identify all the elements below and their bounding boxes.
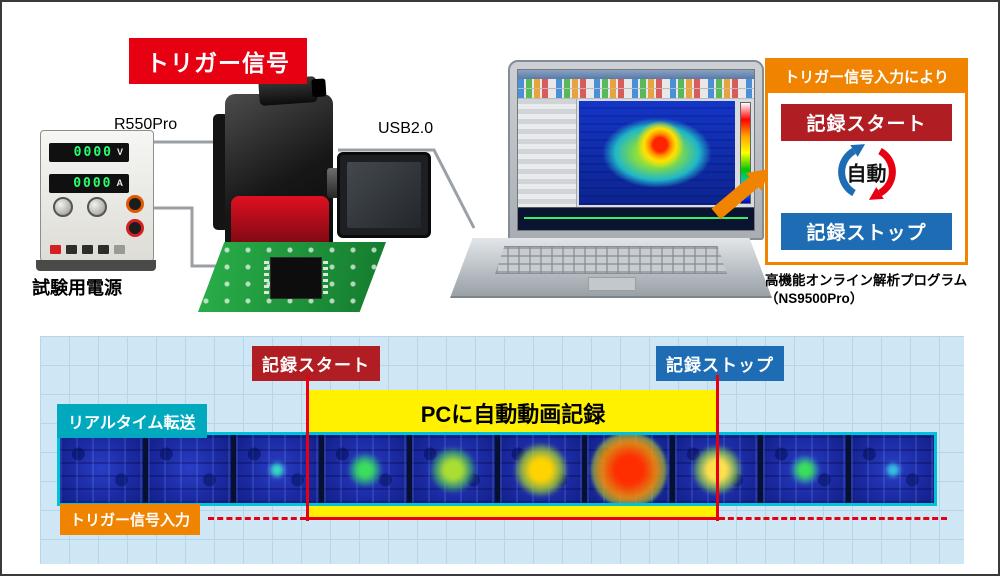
button <box>82 245 93 254</box>
film-strip <box>57 432 937 506</box>
voltage-value: 0000 <box>73 145 113 160</box>
cycle-arrow-down-head <box>868 186 884 200</box>
heat-spot <box>429 446 478 495</box>
software-graph-strip <box>518 207 754 230</box>
record-stop-badge: 記録ストップ <box>781 213 952 250</box>
program-name-line2: （NS9500Pro） <box>765 291 864 307</box>
heat-spot <box>267 460 288 481</box>
auto-record-label: PCに自動動画記録 <box>420 402 606 427</box>
record-start-badge: 記録スタート <box>781 104 952 141</box>
software-toolbar <box>518 79 754 89</box>
button <box>114 245 125 254</box>
laptop-screen <box>508 60 764 240</box>
start-line <box>306 375 309 521</box>
button <box>66 245 77 254</box>
trigger-callout-box: トリガー信号入力により 記録スタート 自動 記録ストップ <box>765 58 968 265</box>
auto-cycle: 自動 <box>768 141 965 202</box>
software-side-panel <box>518 99 577 207</box>
power-supply-buttons <box>50 245 125 254</box>
laptop <box>450 60 772 298</box>
voltage-display: 0000 V <box>49 143 129 162</box>
trigger-line-active <box>306 517 719 520</box>
record-start-label: 記録スタート <box>252 346 380 381</box>
cycle-arrow-up <box>837 147 856 196</box>
power-supply: 0000 V 0000 A <box>40 130 154 262</box>
program-name-line1: 高機能オンライン解析プログラム <box>765 273 968 288</box>
record-stop-label: 記録ストップ <box>656 346 784 381</box>
software-toolbar-2 <box>518 89 754 99</box>
heat-spot <box>788 454 821 487</box>
laptop-base <box>450 238 772 298</box>
power-supply-knobs <box>53 197 107 217</box>
output-terminal-negative <box>126 219 144 237</box>
thermal-frame <box>411 435 495 503</box>
power-supply-base <box>36 260 156 271</box>
power-supply-label: 試験用電源 <box>32 278 122 298</box>
thermal-frame <box>851 435 935 503</box>
analysis-software-window <box>517 69 755 231</box>
software-titlebar <box>518 70 754 79</box>
laptop-touchpad <box>588 277 636 291</box>
knob <box>53 197 73 217</box>
laptop-keyboard <box>495 246 727 274</box>
trigger-signal-label: トリガー信号 <box>129 38 307 84</box>
power-button <box>50 245 61 254</box>
camera-model-label: R550Pro <box>114 116 178 133</box>
thermal-frame <box>147 435 231 503</box>
trigger-dash-right <box>719 517 947 520</box>
color-scale-bar <box>740 102 751 204</box>
heat-spot <box>512 442 569 499</box>
cycle-arrow-down <box>877 147 896 196</box>
thermal-frame <box>323 435 407 503</box>
heat-spot <box>347 452 384 489</box>
thermal-frame <box>763 435 847 503</box>
software-main-area <box>518 99 754 207</box>
trigger-dash-left <box>208 517 306 520</box>
current-value: 0000 <box>73 176 113 191</box>
realtime-transfer-label: リアルタイム転送 <box>57 404 207 438</box>
camera-lcd-panel <box>337 152 431 238</box>
thermal-frame <box>235 435 319 503</box>
thermal-camera <box>207 76 437 268</box>
cycle-arrows-icon <box>837 143 896 200</box>
chip <box>264 257 328 299</box>
timeline-panel: PCに自動動画記録 リアルタイム転送 記録スタート 記録ストップ トリガー信号入… <box>40 336 964 564</box>
circuit-board <box>198 242 386 312</box>
button <box>98 245 109 254</box>
current-display: 0000 A <box>49 174 129 193</box>
trigger-input-label: トリガー信号入力 <box>60 504 201 535</box>
heat-spot <box>590 435 667 503</box>
voltage-unit: V <box>116 147 123 157</box>
callout-title: トリガー信号入力により <box>768 61 965 93</box>
software-thermal-view <box>579 101 735 205</box>
usb-label: USB2.0 <box>378 120 434 137</box>
knob <box>87 197 107 217</box>
auto-label: 自動 <box>846 163 887 185</box>
thermal-frame <box>587 435 671 503</box>
thermal-frame <box>60 435 143 503</box>
program-name: 高機能オンライン解析プログラム （NS9500Pro） <box>765 272 980 308</box>
current-unit: A <box>116 178 124 188</box>
thermal-frame <box>499 435 583 503</box>
cycle-arrow-up-head <box>849 143 865 157</box>
output-terminal-positive <box>126 195 144 213</box>
stop-line <box>716 375 719 521</box>
camera-lcd-screen <box>347 162 421 228</box>
heat-spot <box>882 460 903 481</box>
